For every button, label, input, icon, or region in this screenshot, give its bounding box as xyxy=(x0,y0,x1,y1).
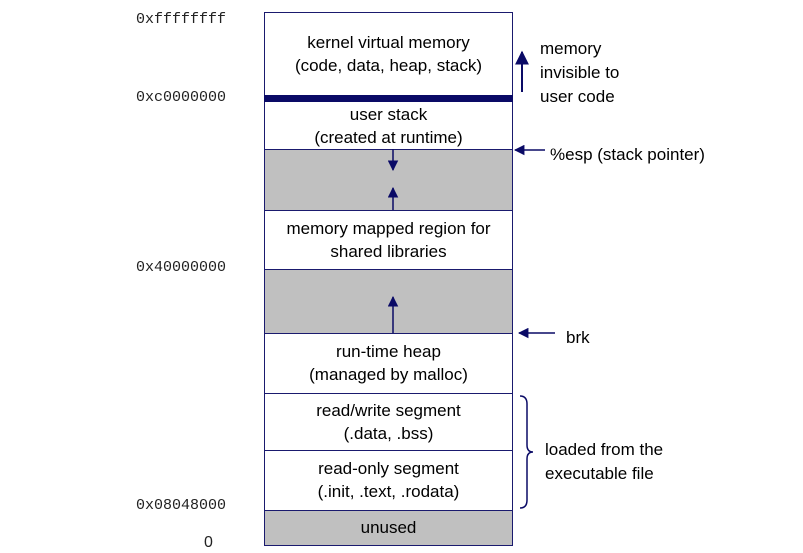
loaded-note-line2: executable file xyxy=(545,464,654,483)
divider-rw xyxy=(264,393,513,394)
divider-stack xyxy=(264,149,513,150)
divider-unused xyxy=(264,510,513,511)
segment-unused-label: unused xyxy=(360,518,417,537)
divider-heap xyxy=(264,333,513,334)
segment-rw-line2: (.data, .bss) xyxy=(343,423,434,443)
segment-user-stack-line1: user stack xyxy=(349,104,428,124)
segment-ro: read-only segment (.init, .text, .rodata… xyxy=(264,450,513,510)
segment-ro-line1: read-only segment xyxy=(318,459,459,478)
address-kernel-start: 0xc0000000 xyxy=(136,89,227,106)
segment-rw-line1: read/write segment xyxy=(316,400,461,420)
segment-mmap: memory mapped region for shared librarie… xyxy=(264,210,513,269)
segment-user-stack-line2: (created at runtime) xyxy=(314,127,463,147)
loaded-note-line1: loaded from the xyxy=(545,440,664,459)
kernel-note-line1: memory xyxy=(540,39,602,58)
segment-mmap-line2: shared libraries xyxy=(330,241,447,261)
segment-heap-line2: (managed by malloc) xyxy=(309,365,468,384)
address-mmap: 0x40000000 xyxy=(136,259,227,276)
segment-kernel: kernel virtual memory (code, data, heap,… xyxy=(264,12,513,95)
address-top: 0xffffffff xyxy=(136,11,227,28)
kernel-note-line3: user code xyxy=(540,87,615,106)
segment-rw: read/write segment (.data, .bss) xyxy=(264,393,513,450)
segment-user-stack: user stack (created at runtime) xyxy=(264,102,513,149)
segment-ro-line2: (.init, .text, .rodata) xyxy=(317,482,460,501)
kernel-note-line2: invisible to xyxy=(540,63,620,82)
divider-mmap-bottom xyxy=(264,269,513,270)
segment-kernel-line2: (code, data, heap, stack) xyxy=(294,55,483,75)
kernel-boundary-bar xyxy=(264,95,513,102)
segment-heap: run-time heap (managed by malloc) xyxy=(264,333,513,393)
divider-top xyxy=(264,12,513,13)
divider-ro xyxy=(264,450,513,451)
segment-kernel-line1: kernel virtual memory xyxy=(307,32,470,52)
address-zero: 0 xyxy=(204,534,213,551)
segment-gap-stack xyxy=(264,149,513,210)
divider-mmap-top xyxy=(264,210,513,211)
address-text-start: 0x08048000 xyxy=(136,497,227,514)
brk-label: brk xyxy=(566,328,590,347)
esp-label: %esp (stack pointer) xyxy=(550,145,705,164)
divider-bottom xyxy=(264,545,513,546)
kernel-note: memory invisible to user code xyxy=(540,37,619,109)
loaded-brace xyxy=(519,395,534,509)
segment-unused: unused xyxy=(264,510,513,545)
segment-mmap-line1: memory mapped region for xyxy=(286,218,491,238)
loaded-note: loaded from the executable file xyxy=(545,438,663,486)
segment-heap-line1: run-time heap xyxy=(336,342,441,361)
